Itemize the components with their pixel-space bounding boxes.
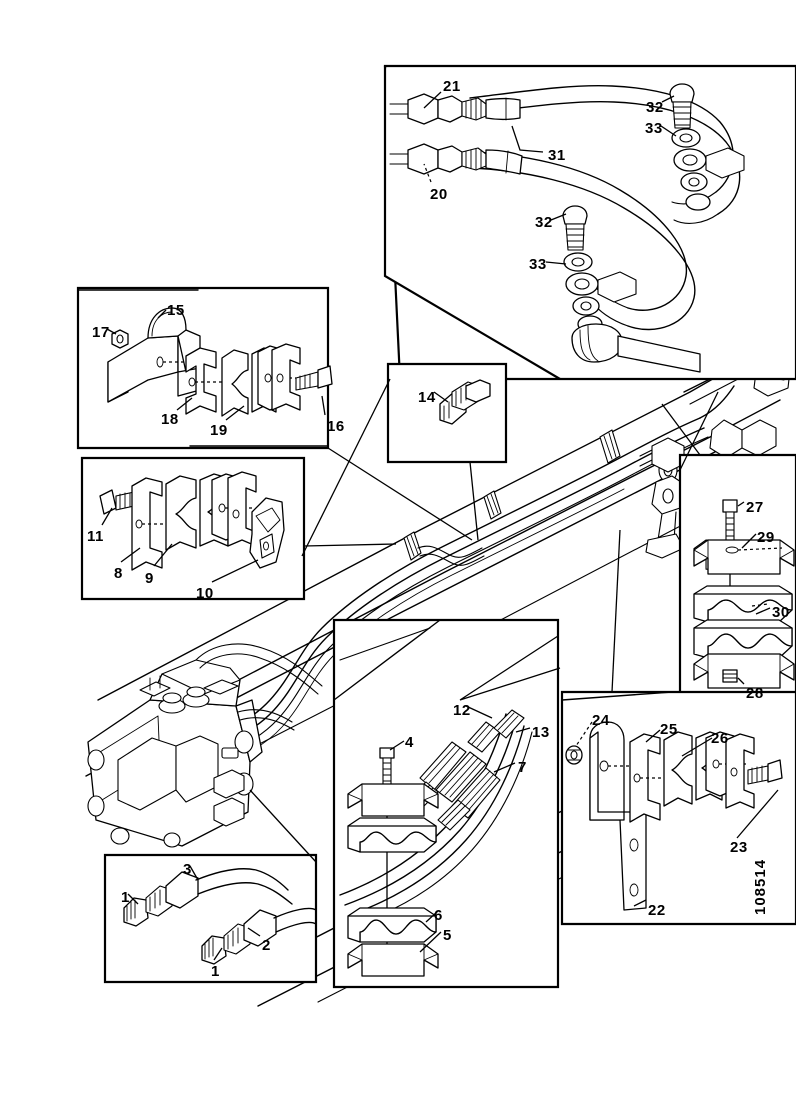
saddle-30-upper — [693, 585, 793, 623]
callout-21: 21 — [443, 78, 461, 95]
callout-3: 3 — [183, 861, 192, 878]
callout-11: 11 — [87, 528, 104, 545]
callout-16: 16 — [327, 418, 345, 435]
saddle-30-lower — [693, 619, 793, 659]
panel-clamp-mid-left — [80, 456, 306, 601]
nut-28 — [722, 669, 738, 683]
hydraulic-valve-block — [87, 643, 323, 848]
panel-clamp-stack-right — [678, 453, 796, 695]
callout-5: 5 — [443, 927, 452, 944]
bracket-15 — [107, 307, 201, 403]
panel-fitting-detail — [386, 362, 508, 541]
callout-7: 7 — [518, 759, 527, 776]
inline-clamp-a — [403, 531, 422, 561]
saddle-6 — [347, 907, 437, 943]
leader-lines — [101, 91, 779, 961]
clamp-bottom — [693, 653, 795, 689]
clamp-upper-4 — [347, 783, 439, 817]
bolt-16 — [295, 365, 333, 391]
callout-22: 22 — [648, 902, 666, 919]
callout-15: 15 — [167, 302, 185, 319]
panel-hose-clamp-bottom-center — [332, 618, 560, 989]
panel-coupling-bottom-left — [103, 853, 318, 984]
callout-9: 9 — [145, 570, 154, 587]
clamp-block-far-right — [271, 343, 301, 411]
callout-25: 25 — [660, 721, 678, 738]
callout-29: 29 — [757, 529, 775, 546]
callout-2: 2 — [262, 937, 271, 954]
fitting-14 — [439, 379, 491, 425]
steering-link-assembly — [639, 347, 791, 559]
clamp-block-right2 — [227, 471, 257, 547]
saddle-upper — [347, 817, 437, 853]
callout-1-lower: 1 — [211, 963, 220, 980]
callout-33-lower: 33 — [529, 256, 547, 273]
callout-17: 17 — [92, 324, 110, 341]
coupling-upper — [123, 868, 293, 927]
hose-lower — [389, 143, 696, 331]
callout-10: 10 — [196, 585, 214, 602]
valve-spool-stack — [139, 675, 239, 714]
sleeve-13 — [493, 709, 525, 739]
panel-bracket-clamp-upper-left — [76, 286, 333, 450]
nut-17 — [111, 329, 129, 349]
callout-28: 28 — [746, 685, 764, 702]
callout-20: 20 — [430, 186, 448, 203]
thread-20 — [461, 147, 487, 171]
callout-19: 19 — [210, 422, 228, 439]
clamp-18 — [185, 347, 228, 415]
clamp-29 — [693, 539, 795, 575]
callout-26: 26 — [711, 730, 729, 747]
banjo-bolt-upper — [669, 83, 745, 211]
callout-32-lower: 32 — [535, 214, 553, 231]
thread-21 — [461, 97, 487, 121]
callout-12: 12 — [453, 702, 471, 719]
clamp-block-26c — [725, 733, 755, 809]
callout-27: 27 — [746, 499, 764, 516]
bracket-10 — [249, 497, 285, 569]
bolt-23 — [747, 759, 783, 785]
callout-1-upper: 1 — [121, 889, 130, 906]
callout-31: 31 — [548, 147, 566, 164]
hose-bundle-12-13 — [339, 709, 533, 926]
callout-24: 24 — [592, 712, 610, 729]
nut-24 — [565, 745, 583, 765]
callout-14: 14 — [418, 389, 436, 406]
callout-18: 18 — [161, 411, 179, 428]
callout-6: 6 — [434, 907, 443, 924]
banjo-bolt-lower — [562, 205, 701, 373]
inline-clamp-b — [483, 490, 502, 520]
panel-bracket-lower-right — [560, 690, 796, 926]
callout-8: 8 — [114, 565, 123, 582]
callout-33-upper: 33 — [645, 120, 663, 137]
callout-32-upper: 32 — [646, 99, 664, 116]
clamp-25 — [629, 733, 674, 823]
callout-23: 23 — [730, 839, 748, 856]
inline-clamp-c — [599, 429, 621, 464]
panel-hose-assembly-detail — [383, 64, 796, 381]
callout-30: 30 — [772, 604, 790, 621]
coupling-lower — [201, 907, 317, 965]
callout-13: 13 — [532, 724, 550, 741]
sheet-id-number: 108514 — [752, 858, 769, 915]
clamp-5 — [347, 943, 439, 977]
callout-4: 4 — [405, 734, 414, 751]
valve-ports — [87, 730, 254, 848]
sleeve-lower — [437, 799, 471, 831]
bracket-22 — [589, 721, 647, 911]
sleeve-7-a — [435, 751, 487, 803]
hose-upper — [389, 85, 741, 224]
